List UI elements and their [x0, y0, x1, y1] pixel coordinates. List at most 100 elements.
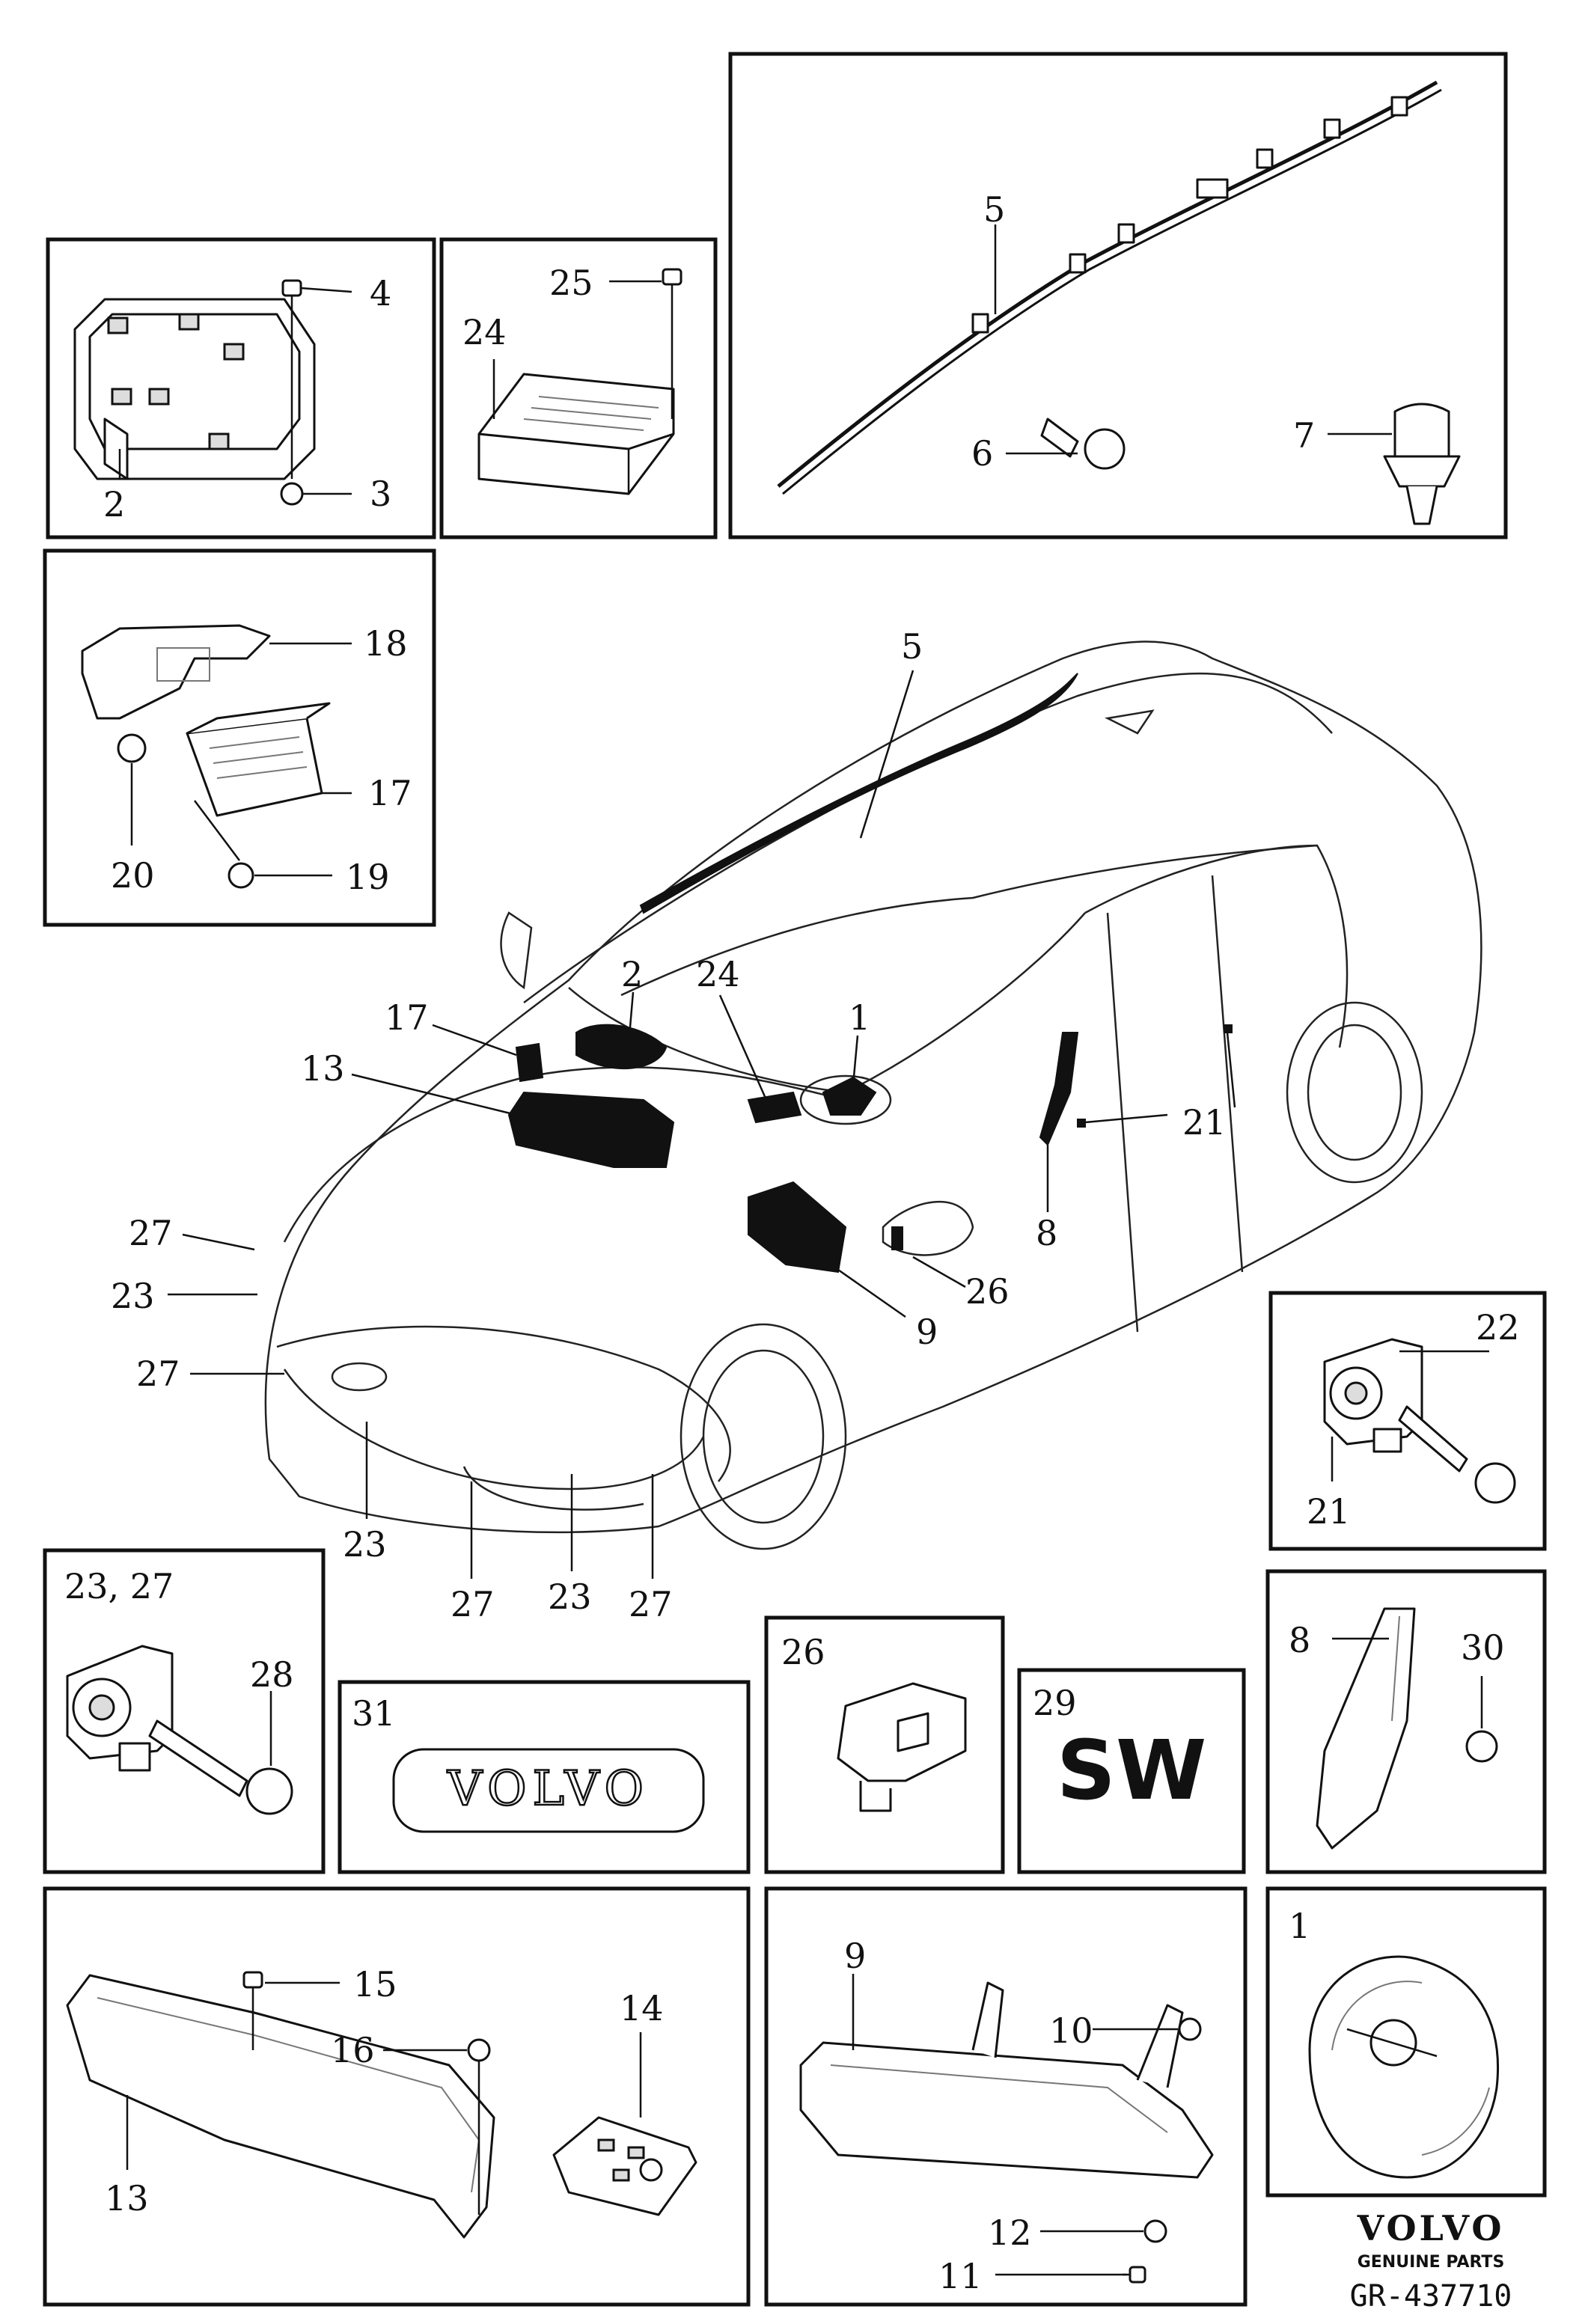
label-25: 25 — [549, 263, 593, 303]
label-18: 18 — [364, 623, 408, 664]
footer-tagline: GENUINE PARTS — [1358, 2253, 1505, 2272]
label-9: 9 — [844, 1936, 866, 1976]
main-label-23-bottom: 23 — [343, 1524, 387, 1565]
module-17-in-car — [515, 1042, 544, 1083]
main-label-9: 9 — [916, 1312, 938, 1352]
bolt-icon — [1040, 418, 1126, 470]
label-6: 6 — [971, 433, 993, 474]
label-24: 24 — [462, 312, 507, 352]
main-label-5: 5 — [901, 626, 923, 667]
pedestrian-airbag-in-car — [507, 1091, 675, 1168]
panel-side-airbag: 8 30 — [1265, 1569, 1547, 1874]
sensor-26-in-car — [891, 1226, 903, 1250]
label-20: 20 — [111, 855, 155, 896]
panel-control-module: 25 24 — [439, 237, 718, 539]
panel-curtain-airbag: 5 6 7 — [728, 52, 1508, 539]
sensor-26-number: 26 — [781, 1632, 825, 1672]
main-label-27-upper: 27 — [129, 1213, 173, 1253]
car-icon — [264, 640, 1482, 1550]
label-12: 12 — [988, 2213, 1032, 2253]
volvo-logo-icon — [1346, 2019, 1438, 2067]
footer: VOLVO GENUINE PARTS GR-437710 — [1350, 2208, 1512, 2314]
nut-icon — [280, 482, 304, 506]
label-2: 2 — [103, 484, 125, 525]
control-module-17 — [186, 702, 331, 817]
bolt-icon — [1398, 1405, 1516, 1504]
knee-airbag-module — [799, 1981, 1214, 2179]
label-19: 19 — [346, 857, 390, 897]
panel-steering-airbag: 1 — [1265, 1886, 1547, 2198]
emblem-number: 31 — [352, 1693, 396, 1734]
label-22: 22 — [1476, 1307, 1520, 1348]
steering-airbag-number: 1 — [1289, 1906, 1310, 1946]
footer-brand: VOLVO — [1357, 2208, 1505, 2248]
panel-pedestrian-airbag: 15 16 14 13 — [43, 1886, 751, 2307]
panel-front-sensor: 23, 27 28 — [43, 1548, 326, 1874]
passenger-airbag-in-car — [575, 1024, 668, 1070]
label-11: 11 — [938, 2256, 983, 2296]
label-30: 30 — [1461, 1627, 1505, 1668]
label-15: 15 — [353, 1964, 397, 2005]
sensor-icon — [66, 1645, 174, 1772]
control-module-24 — [477, 373, 675, 495]
clip-icon — [1143, 2219, 1167, 2243]
emblem-text: VOLVO — [447, 1761, 650, 1817]
airbag-icon — [1316, 1607, 1416, 1850]
control-module-in-car — [747, 1091, 802, 1124]
bolt-icon — [194, 800, 254, 889]
main-label-23-bottom-b: 23 — [548, 1577, 592, 1617]
panel-module-bracket: 18 17 20 19 — [43, 548, 436, 927]
label-8: 8 — [1289, 1620, 1310, 1660]
main-label-17: 17 — [385, 997, 429, 1038]
airbag-icon — [1308, 1955, 1499, 2179]
label-21: 21 — [1307, 1491, 1351, 1532]
main-label-2: 2 — [621, 954, 643, 994]
sensor-icon — [837, 1682, 967, 1812]
panel-knee-airbag: 9 10 12 11 — [764, 1886, 1248, 2307]
panel-sensor-26: 26 — [764, 1615, 1005, 1874]
sensor-21-in-car-a — [1224, 1024, 1233, 1033]
steering-airbag-in-car — [822, 1076, 877, 1116]
main-label-27-left: 27 — [136, 1354, 180, 1394]
sw-badge-number: 29 — [1033, 1683, 1077, 1723]
nut-icon — [467, 2038, 491, 2062]
label-7: 7 — [1293, 415, 1315, 456]
nut-icon — [117, 733, 147, 763]
bolt-icon — [148, 1719, 293, 1815]
main-callouts: 5 2 24 1 17 13 21 8 27 23 27 26 9 23 27 … — [111, 626, 1236, 1624]
nut-icon — [1465, 1730, 1498, 1763]
bracket-14 — [552, 2116, 697, 2216]
panel-passenger-airbag: 4 3 2 — [46, 237, 436, 539]
label-5-panel: 5 — [983, 189, 1005, 230]
main-label-13: 13 — [301, 1048, 345, 1089]
label-14: 14 — [620, 1988, 664, 2028]
panel-sw-badge: 29 SW — [1017, 1668, 1246, 1874]
bolt-icon — [662, 268, 682, 419]
main-label-27-bottom-b: 27 — [629, 1584, 673, 1624]
bracket-18 — [81, 624, 271, 720]
side-airbag-in-car — [1039, 1032, 1079, 1146]
front-sensor-title: 23, 27 — [64, 1566, 174, 1606]
main-label-26: 26 — [965, 1271, 1010, 1312]
curtain-airbag-in-car — [639, 673, 1078, 914]
bolt-icon — [281, 279, 302, 479]
sensor-icon — [1323, 1338, 1423, 1453]
knee-airbag-in-car — [748, 1181, 847, 1273]
label-17: 17 — [368, 773, 412, 813]
main-label-24: 24 — [696, 954, 740, 994]
main-label-1: 1 — [849, 997, 870, 1038]
label-13: 13 — [105, 2178, 149, 2218]
label-10: 10 — [1049, 2010, 1093, 2051]
curtain-airbag-tube — [777, 80, 1442, 495]
main-label-27-bottom-a: 27 — [451, 1584, 495, 1624]
nut-icon — [1178, 2017, 1202, 2041]
passenger-airbag-module — [73, 298, 316, 480]
main-label-21: 21 — [1182, 1102, 1227, 1143]
clip-icon — [1383, 403, 1461, 525]
label-4: 4 — [370, 273, 391, 314]
sensor-21-in-car-b — [1077, 1119, 1086, 1128]
bolt-icon — [242, 1971, 263, 2050]
label-3: 3 — [370, 474, 391, 514]
pedestrian-airbag-module — [66, 1974, 495, 2239]
